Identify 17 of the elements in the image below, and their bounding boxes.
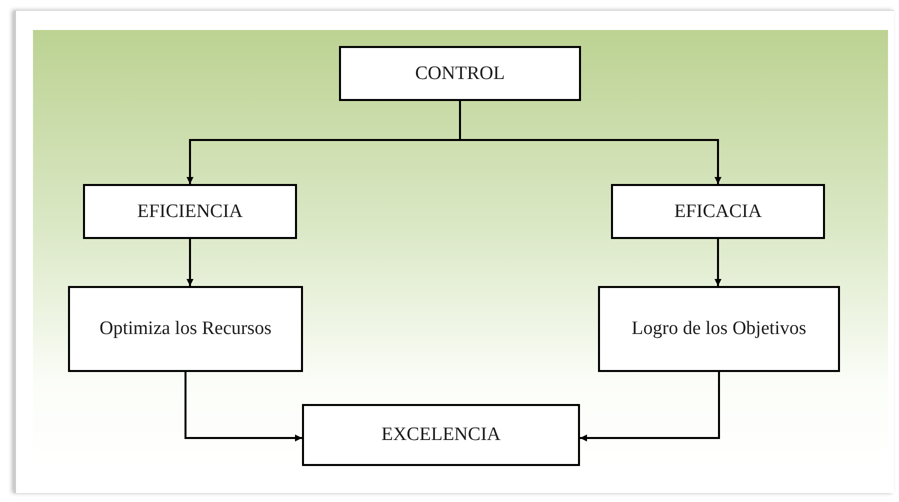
box-label: EFICACIA [673, 200, 763, 224]
process-box [598, 286, 840, 372]
arrow [459, 101, 722, 184]
box-label: EFICIENCIA [136, 200, 244, 224]
process-box [339, 46, 581, 101]
box-label: Optimiza los Recursos [98, 317, 273, 342]
box-label: CONTROL [414, 62, 506, 86]
box-label: EXCELENCIA [380, 423, 502, 448]
box-label: Logro de los Objetivos [630, 317, 808, 342]
process-box [68, 286, 303, 372]
arrow [580, 372, 720, 442]
process-box [611, 184, 825, 239]
arrow [186, 239, 194, 286]
arrow [714, 239, 722, 286]
process-box [302, 404, 580, 466]
arrow [184, 372, 302, 442]
process-box [83, 184, 297, 239]
